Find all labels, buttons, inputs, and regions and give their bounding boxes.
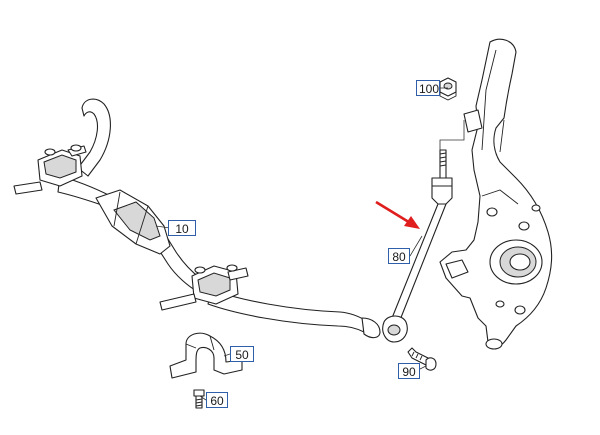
- link-rod-icon: [382, 149, 453, 343]
- nut-icon: [439, 77, 457, 101]
- upper-bushing: [13, 144, 87, 195]
- damper-mass: [95, 189, 171, 255]
- callout-100[interactable]: 100: [416, 80, 440, 96]
- callout-60[interactable]: 60: [206, 392, 228, 408]
- bolt-90-icon: [407, 347, 437, 371]
- callout-80[interactable]: 80: [388, 248, 410, 264]
- callout-90[interactable]: 90: [398, 363, 420, 379]
- callout-50[interactable]: 50: [230, 346, 254, 362]
- callout-10[interactable]: 10: [168, 220, 196, 236]
- bolt-60-icon: [193, 389, 205, 409]
- red-arrow-icon: [375, 200, 420, 229]
- lower-bushing: [159, 264, 249, 311]
- steering-knuckle: [439, 38, 553, 350]
- clamp-bracket-icon: [169, 332, 243, 379]
